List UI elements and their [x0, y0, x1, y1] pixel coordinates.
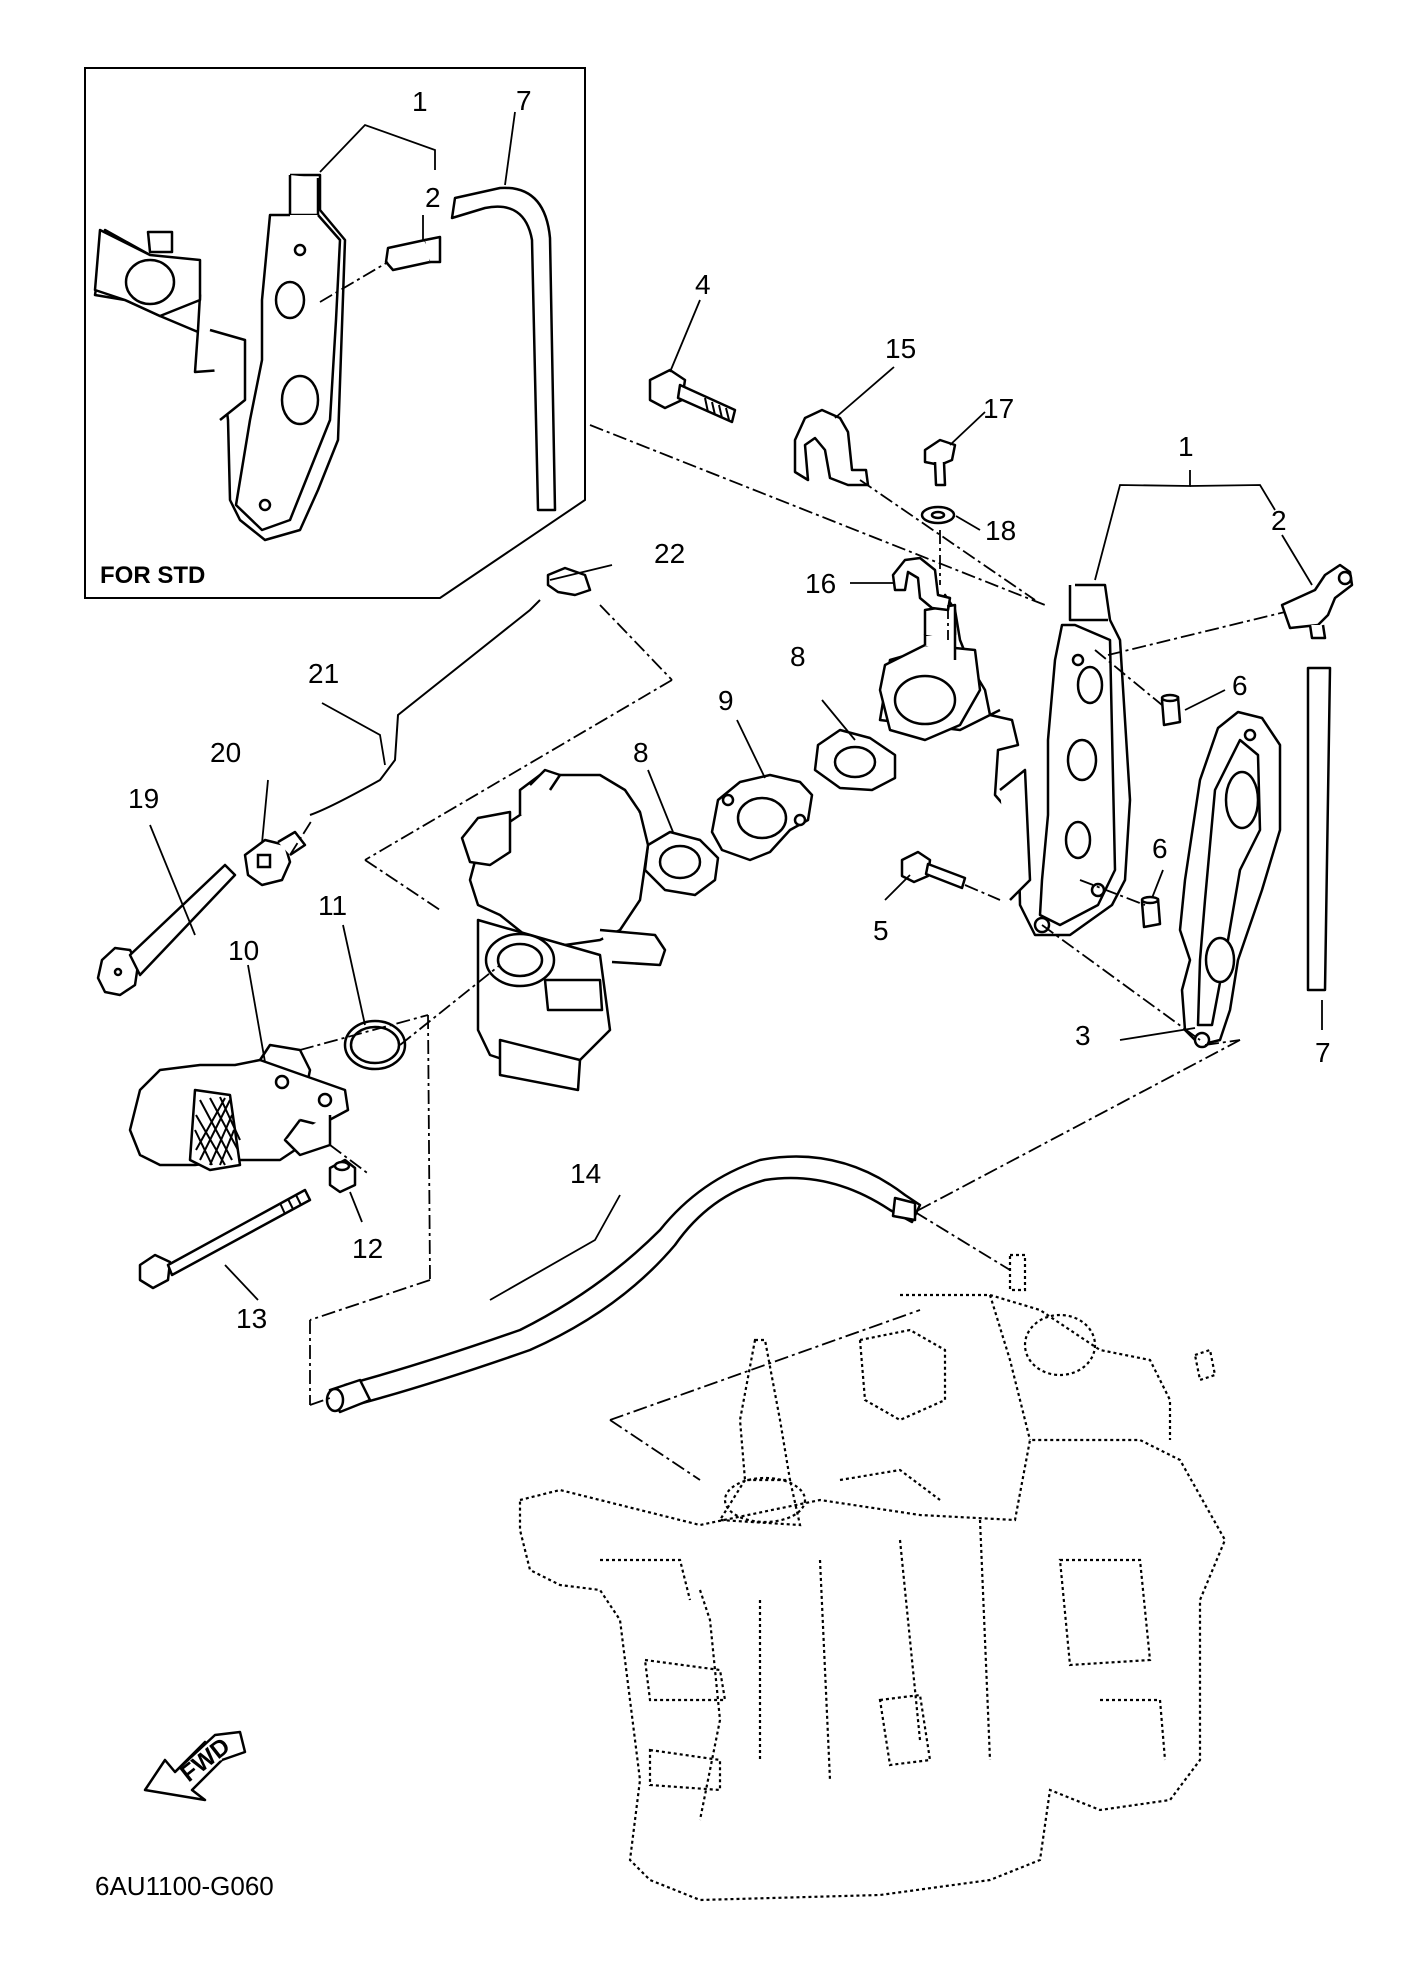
- callout-21: 21: [308, 658, 339, 689]
- callout-17: 17: [983, 393, 1014, 424]
- inset-fitting: [384, 235, 442, 272]
- callout-13: 13: [236, 1303, 267, 1334]
- callout-9: 9: [718, 685, 734, 716]
- screw: [923, 438, 957, 487]
- cable-holder: [891, 556, 952, 612]
- callout-6-lower: 6: [1152, 833, 1168, 864]
- intake-manifold: [878, 583, 1132, 937]
- callout-8-lower: 8: [633, 737, 649, 768]
- dowel-pin-lower: [1140, 895, 1162, 929]
- callout-19: 19: [128, 783, 159, 814]
- callout-7: 7: [1315, 1037, 1331, 1068]
- callout-22: 22: [654, 538, 685, 569]
- callout-20: 20: [210, 737, 241, 768]
- choke-lever: [243, 830, 307, 887]
- o-ring: [343, 1019, 407, 1071]
- callout-6-upper: 6: [1232, 670, 1248, 701]
- manifold-bolt: [900, 850, 967, 890]
- collar: [328, 1158, 357, 1194]
- gasket: [1178, 710, 1282, 1049]
- callout-11: 11: [318, 890, 347, 921]
- inset-label: FOR STD: [100, 562, 205, 589]
- callout-numbers: 1 2 3 4 5 6 6 7 8 8 9 10 11 12 13 14 15 …: [128, 269, 1331, 1334]
- callout-12: 12: [352, 1233, 383, 1264]
- rod-clip: [546, 566, 592, 597]
- callout-inset-2: 2: [425, 182, 441, 213]
- callout-3: 3: [1075, 1020, 1091, 1051]
- washer: [920, 505, 956, 525]
- fuel-hose: [325, 1155, 922, 1414]
- inset-for-std: 1 2 7 FOR STD: [84, 67, 586, 599]
- silencer-bolt: [138, 1188, 312, 1290]
- inset-frame: [84, 67, 586, 599]
- inset-intake-manifold: [93, 173, 347, 542]
- inset-hose: [450, 186, 557, 512]
- choke-rod: [309, 599, 541, 816]
- choke-knob: [96, 863, 237, 997]
- callout-4: 4: [695, 269, 711, 300]
- diagram-code: 6AU1100-G060: [95, 1871, 274, 1901]
- callout-inset-7: 7: [516, 85, 532, 116]
- assembly-lines: [289, 424, 1286, 1481]
- callout-2: 2: [1271, 505, 1287, 536]
- callout-18: 18: [985, 515, 1016, 546]
- callout-15: 15: [885, 333, 916, 364]
- dowel-pin-upper: [1160, 693, 1182, 727]
- nipple-fitting: [1280, 563, 1354, 640]
- powerhead-block: [518, 1253, 1227, 1902]
- callout-1: 1: [1178, 431, 1194, 462]
- gasket-lower: [643, 830, 720, 897]
- insulator: [710, 773, 814, 862]
- carburetor: [460, 768, 667, 1092]
- callout-14: 14: [570, 1158, 601, 1189]
- bolt: [648, 368, 737, 424]
- intake-silencer: [128, 1043, 350, 1172]
- callout-16: 16: [805, 568, 836, 599]
- callout-leaders: [149, 299, 1323, 1301]
- clamp: [793, 408, 870, 487]
- callout-10: 10: [228, 935, 259, 966]
- hose: [1306, 666, 1332, 992]
- fwd-arrow: FWD: [143, 1730, 247, 1802]
- callout-8-upper: 8: [790, 641, 806, 672]
- callout-inset-1: 1: [412, 86, 428, 117]
- callout-5: 5: [873, 915, 889, 946]
